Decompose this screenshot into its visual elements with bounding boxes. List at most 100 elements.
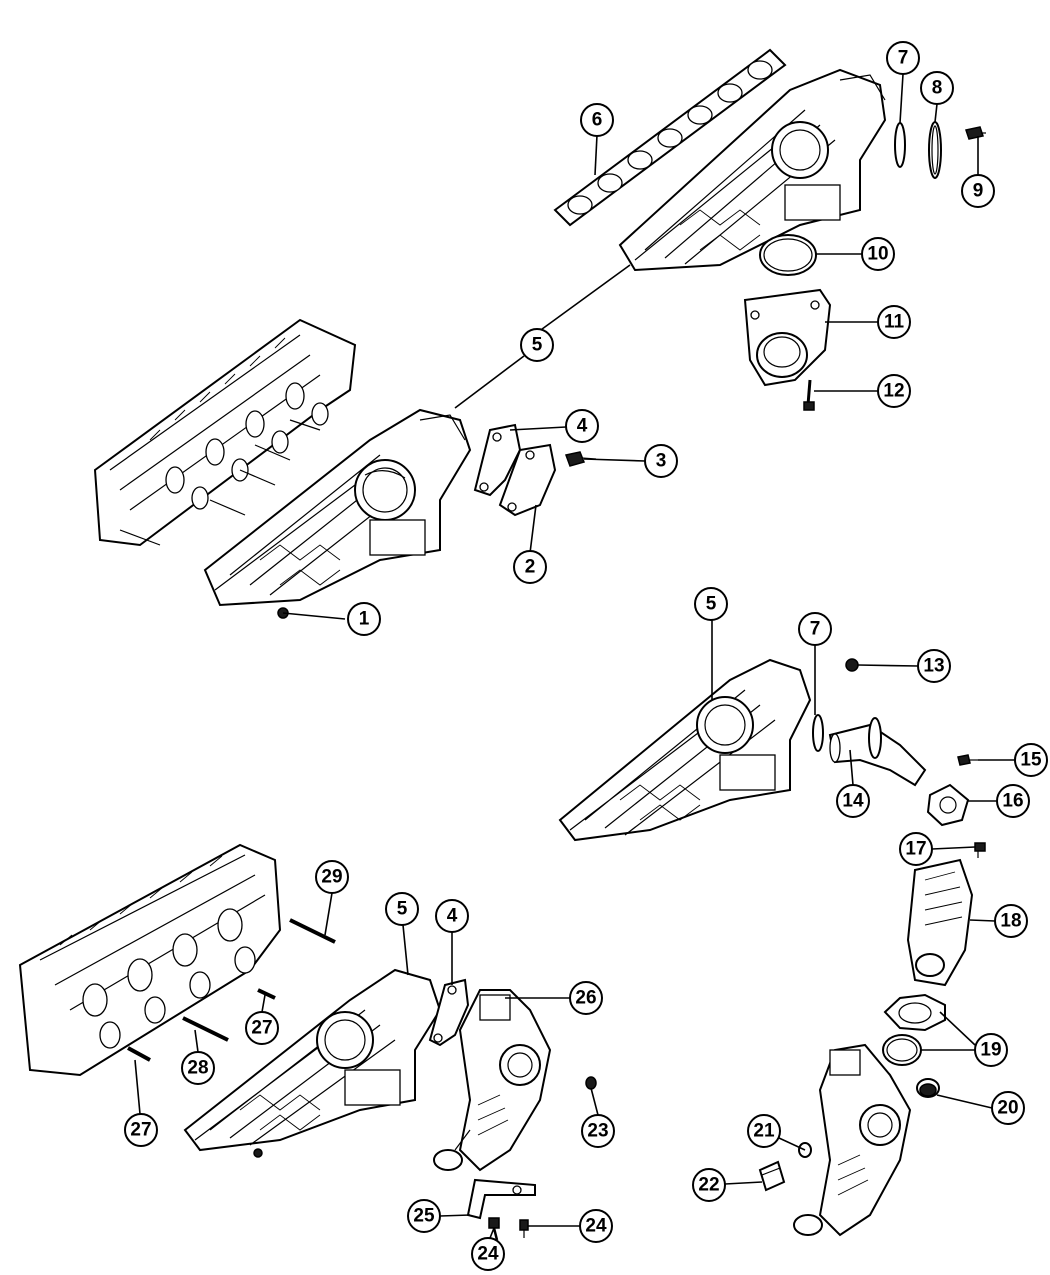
svg-text:7: 7 <box>898 48 909 69</box>
callout-19: 19 <box>974 1033 1008 1067</box>
svg-text:29: 29 <box>321 867 342 888</box>
intake-manifold-lower-view <box>203 408 472 619</box>
gasket-19-upper <box>883 993 946 1032</box>
callout-15: 15 <box>1014 743 1048 777</box>
callout-16: 16 <box>996 784 1030 818</box>
svg-text:12: 12 <box>883 381 904 402</box>
svg-text:7: 7 <box>810 619 821 640</box>
callout-24-right: 24 <box>579 1209 613 1243</box>
callout-23: 23 <box>581 1114 615 1148</box>
stud-29 <box>289 918 336 944</box>
callout-25: 25 <box>407 1199 441 1233</box>
fitting-22 <box>758 1160 786 1192</box>
svg-text:1: 1 <box>359 609 370 630</box>
svg-text:6: 6 <box>592 110 603 131</box>
svg-text:21: 21 <box>753 1121 775 1142</box>
callout-21: 21 <box>747 1114 781 1148</box>
svg-text:18: 18 <box>1000 911 1021 932</box>
callout-26: 26 <box>569 981 603 1015</box>
callout-6: 6 <box>580 103 614 137</box>
callout-10: 10 <box>861 237 895 271</box>
o-ring-10 <box>759 234 817 276</box>
bolt-12 <box>803 379 815 411</box>
svg-text:17: 17 <box>905 839 926 860</box>
tube-14 <box>828 717 927 787</box>
callout-11: 11 <box>877 305 911 339</box>
cylinder-head-lower <box>18 843 282 1077</box>
stud-28 <box>182 1016 229 1042</box>
egr-cooler-18 <box>906 858 974 987</box>
callout-20: 20 <box>991 1091 1025 1125</box>
bolt-24-right <box>519 1219 529 1238</box>
callout-8: 8 <box>920 71 954 105</box>
svg-text:24: 24 <box>477 1244 499 1265</box>
callout-29: 29 <box>315 860 349 894</box>
plate-2 <box>498 443 557 517</box>
callout-4-lower: 4 <box>435 899 469 933</box>
callout-7-middle: 7 <box>798 612 832 646</box>
gasket-19-lower <box>882 1034 922 1066</box>
callout-4-upper: 4 <box>565 409 599 443</box>
svg-text:28: 28 <box>187 1058 208 1079</box>
gasket-16 <box>926 783 970 827</box>
svg-text:16: 16 <box>1002 791 1023 812</box>
svg-text:27: 27 <box>130 1120 151 1141</box>
callout-27-upper: 27 <box>245 1011 279 1045</box>
callout-24-left: 24 <box>471 1237 505 1271</box>
callout-18: 18 <box>994 904 1028 938</box>
egr-valve-26 <box>433 989 552 1172</box>
callout-13: 13 <box>917 649 951 683</box>
svg-text:14: 14 <box>842 791 864 812</box>
callout-2: 2 <box>513 550 547 584</box>
housing-11 <box>743 288 832 387</box>
svg-text:25: 25 <box>413 1206 435 1227</box>
svg-text:9: 9 <box>973 181 984 202</box>
svg-text:10: 10 <box>867 244 888 265</box>
callout-12: 12 <box>877 374 911 408</box>
svg-text:8: 8 <box>932 78 943 99</box>
bolt-17 <box>974 842 986 858</box>
callout-17: 17 <box>899 832 933 866</box>
callout-22: 22 <box>692 1168 726 1202</box>
svg-text:3: 3 <box>656 451 667 472</box>
callout-3: 3 <box>644 444 678 478</box>
svg-text:5: 5 <box>397 899 408 920</box>
seal-ring-7-middle <box>812 714 824 752</box>
callout-5-lower: 5 <box>385 892 419 926</box>
bolt-9 <box>965 126 986 140</box>
svg-text:13: 13 <box>923 656 944 677</box>
svg-text:11: 11 <box>884 312 905 333</box>
callout-28: 28 <box>181 1051 215 1085</box>
svg-text:4: 4 <box>447 906 458 927</box>
callout-5-upper: 5 <box>520 328 554 362</box>
egr-valve-right <box>793 1043 912 1237</box>
stud-27-upper <box>257 988 276 1000</box>
intake-manifold-5-lower <box>183 968 442 1158</box>
cylinder-head-upper <box>93 318 357 547</box>
leader-lines <box>134 73 1015 1239</box>
gasket-4-lower <box>428 978 470 1047</box>
svg-text:20: 20 <box>997 1098 1018 1119</box>
svg-text:5: 5 <box>706 594 717 615</box>
stud-27-lower <box>127 1046 151 1062</box>
intake-manifold-5-middle <box>558 658 812 842</box>
bolt-15 <box>957 754 978 766</box>
seal-ring-7-upper <box>894 122 906 168</box>
callout-27-lower: 27 <box>124 1113 158 1147</box>
svg-text:22: 22 <box>698 1175 719 1196</box>
callout-9: 9 <box>961 174 995 208</box>
gasket-6 <box>553 48 787 227</box>
svg-text:4: 4 <box>577 416 588 437</box>
bracket-25 <box>466 1178 536 1220</box>
seal-ring-8 <box>928 121 942 179</box>
svg-text:2: 2 <box>525 557 536 578</box>
svg-text:23: 23 <box>587 1121 608 1142</box>
nut-13 <box>845 658 859 672</box>
callout-1: 1 <box>347 602 381 636</box>
callout-7-upper: 7 <box>886 41 920 75</box>
svg-text:26: 26 <box>575 988 596 1009</box>
nut-23 <box>585 1076 597 1090</box>
svg-text:24: 24 <box>585 1216 607 1237</box>
svg-text:15: 15 <box>1020 750 1042 771</box>
